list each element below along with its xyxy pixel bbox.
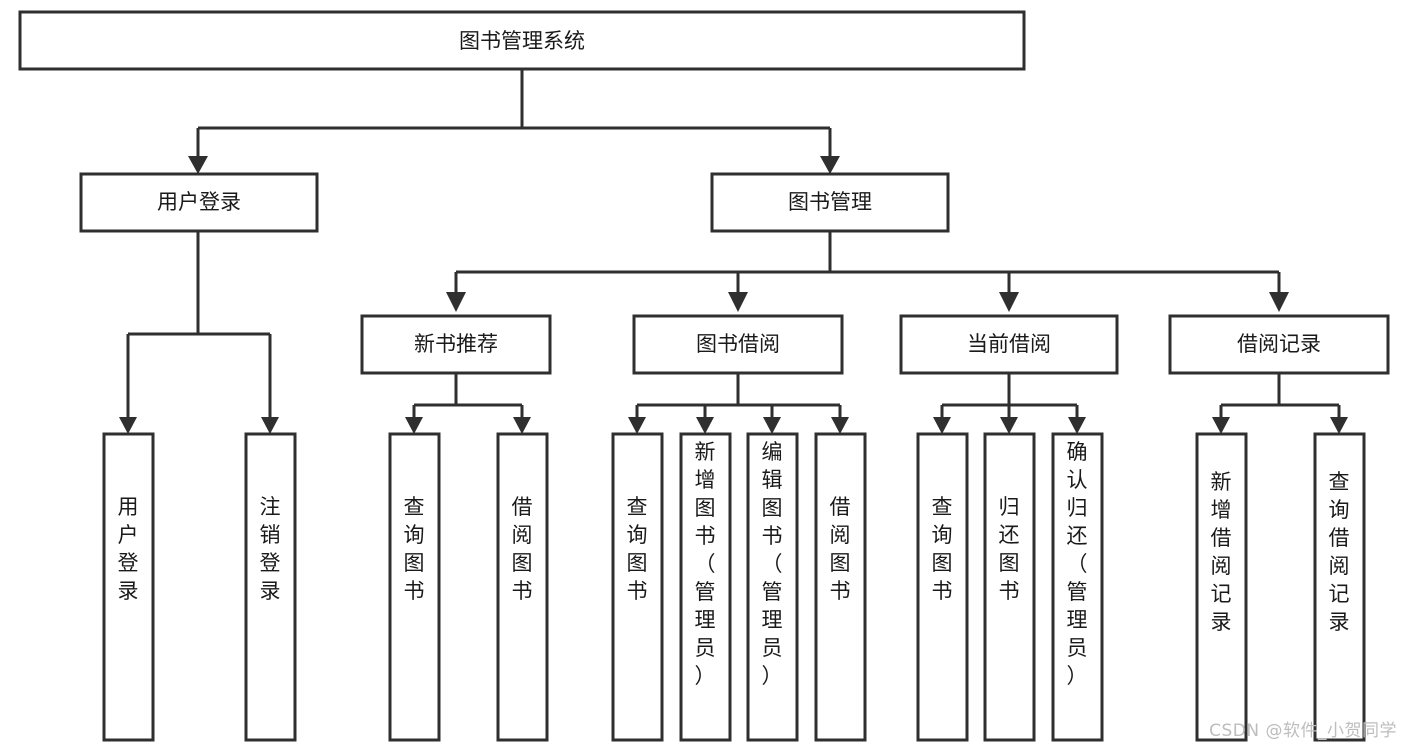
- leaf-node-current-borrow-0[interactable]: 查询图书: [916, 432, 969, 742]
- leaf-label-current-borrow-0: 查询图书: [932, 495, 953, 603]
- node-user-login[interactable]: 用户登录: [79, 172, 319, 233]
- arrow-head-user-login: [188, 156, 208, 174]
- leaf-label-new-book-0: 查询图书: [404, 495, 425, 603]
- node-current-borrow-label: 当前借阅: [967, 332, 1051, 356]
- arrow-head-bb-leaf-1: [696, 417, 714, 434]
- connector-group-book-mgmt: [446, 231, 1289, 312]
- connector-group-book-borrow: [628, 373, 849, 434]
- leaf-node-new-book-1[interactable]: 借阅图书: [496, 432, 549, 742]
- node-book-management[interactable]: 图书管理: [710, 172, 950, 233]
- node-new-book-recommend[interactable]: 新书推荐: [360, 314, 552, 375]
- node-borrow-record-label: 借阅记录: [1237, 332, 1321, 356]
- arrow-head-cb-leaf-1: [1000, 417, 1018, 434]
- node-user-login-label: 用户登录: [157, 190, 241, 214]
- leaf-node-book-borrow-0[interactable]: 查询图书: [611, 432, 664, 742]
- leaf-box-current-borrow-0[interactable]: [916, 432, 969, 742]
- arrow-head-nbr-leaf-0: [405, 417, 423, 434]
- leaf-label-current-borrow-1: 归还图书: [999, 495, 1020, 603]
- connector-group-new-book-recommend: [405, 373, 531, 434]
- node-user-login-box[interactable]: [79, 172, 319, 233]
- connector-group-root: [188, 68, 840, 174]
- node-book-borrow[interactable]: 图书借阅: [632, 314, 844, 375]
- node-current-borrow[interactable]: 当前借阅: [899, 314, 1119, 375]
- node-root-system[interactable]: 图书管理系统: [18, 10, 1026, 71]
- leaf-box-new-book-0[interactable]: [388, 432, 441, 742]
- leaf-label-borrow-record-0: 新增借阅记录: [1211, 470, 1232, 634]
- leaf-node-book-borrow-3[interactable]: 借阅图书: [814, 432, 867, 742]
- node-borrow-record-box[interactable]: [1168, 314, 1390, 375]
- leaf-node-user-login-1[interactable]: 注销登录: [244, 432, 297, 742]
- arrow-head-book-borrow: [728, 292, 748, 312]
- leaf-box-book-borrow-2[interactable]: [746, 432, 799, 742]
- leaf-label-new-book-1: 借阅图书: [512, 495, 533, 603]
- node-book-borrow-box[interactable]: [632, 314, 844, 375]
- leaf-node-current-borrow-2[interactable]: 确认归还（管理员）: [1051, 432, 1104, 742]
- leaf-label-current-borrow-2: 确认归还（管理员）: [1067, 440, 1088, 688]
- leaf-node-borrow-record-0[interactable]: 新增借阅记录: [1195, 432, 1248, 742]
- arrow-head-br-leaf-0: [1212, 417, 1230, 434]
- leaf-label-user-login-1: 注销登录: [260, 495, 281, 603]
- node-new-book-recommend-box[interactable]: [360, 314, 552, 375]
- connector-group-current-borrow: [933, 373, 1086, 434]
- arrow-head-new-book-recommend: [446, 292, 466, 312]
- leaf-box-borrow-record-0[interactable]: [1195, 432, 1248, 742]
- node-new-book-recommend-label: 新书推荐: [414, 332, 498, 356]
- leaf-label-book-borrow-1: 新增图书（管理员）: [695, 440, 716, 688]
- node-root-box[interactable]: [18, 10, 1026, 71]
- leaf-label-book-borrow-0: 查询图书: [627, 495, 648, 603]
- csdn-watermark: CSDN @软件_小贺同学: [1209, 721, 1397, 741]
- node-book-management-label: 图书管理: [788, 190, 872, 214]
- leaf-box-current-borrow-1[interactable]: [983, 432, 1036, 742]
- leaf-box-new-book-1[interactable]: [496, 432, 549, 742]
- arrow-head-bb-leaf-0: [628, 417, 646, 434]
- node-borrow-record[interactable]: 借阅记录: [1168, 314, 1390, 375]
- node-book-management-box[interactable]: [710, 172, 950, 233]
- leaf-node-book-borrow-2[interactable]: 编辑图书（管理员）: [746, 432, 799, 742]
- node-book-borrow-label: 图书借阅: [696, 332, 780, 356]
- leaf-node-user-login-0[interactable]: 用户登录: [102, 432, 155, 742]
- leaf-node-borrow-record-1[interactable]: 查询借阅记录: [1313, 432, 1366, 742]
- arrow-head-cb-leaf-2: [1068, 417, 1086, 434]
- connector-group-user-login: [119, 231, 279, 434]
- leaf-label-user-login-0: 用户登录: [118, 495, 139, 603]
- arrow-head-bb-leaf-3: [831, 417, 849, 434]
- arrow-head-user-login-leaf-1: [261, 417, 279, 434]
- leaf-label-book-borrow-3: 借阅图书: [830, 495, 851, 603]
- leaf-box-current-borrow-2[interactable]: [1051, 432, 1104, 742]
- leaf-label-book-borrow-2: 编辑图书（管理员）: [762, 440, 783, 688]
- leaf-box-borrow-record-1[interactable]: [1313, 432, 1366, 742]
- arrow-head-cb-leaf-0: [933, 417, 951, 434]
- leaf-box-user-login-0[interactable]: [102, 432, 155, 742]
- arrow-head-bb-leaf-2: [763, 417, 781, 434]
- leaf-box-book-borrow-0[interactable]: [611, 432, 664, 742]
- arrow-head-nbr-leaf-1: [513, 417, 531, 434]
- arrow-head-borrow-record: [1269, 292, 1289, 312]
- leaf-node-current-borrow-1[interactable]: 归还图书: [983, 432, 1036, 742]
- leaf-box-book-borrow-3[interactable]: [814, 432, 867, 742]
- arrow-head-user-login-leaf-0: [119, 417, 137, 434]
- leaf-node-book-borrow-1[interactable]: 新增图书（管理员）: [679, 432, 732, 742]
- node-current-borrow-box[interactable]: [899, 314, 1119, 375]
- leaf-box-book-borrow-1[interactable]: [679, 432, 732, 742]
- arrow-head-book-mgmt: [820, 156, 840, 174]
- arrow-head-current-borrow: [999, 292, 1019, 312]
- leaf-box-user-login-1[interactable]: [244, 432, 297, 742]
- leaf-node-new-book-0[interactable]: 查询图书: [388, 432, 441, 742]
- connector-group-borrow-record: [1212, 373, 1348, 434]
- leaf-label-borrow-record-1: 查询借阅记录: [1329, 470, 1350, 634]
- node-root-label: 图书管理系统: [459, 29, 585, 53]
- arrow-head-br-leaf-1: [1330, 417, 1348, 434]
